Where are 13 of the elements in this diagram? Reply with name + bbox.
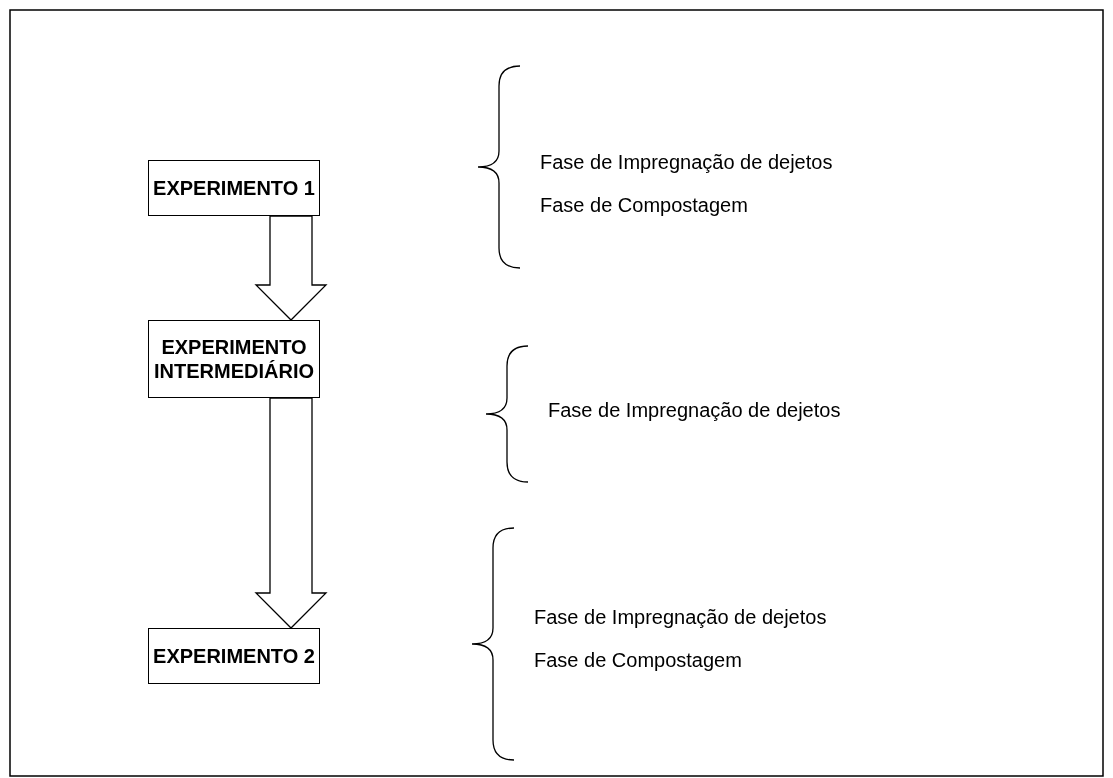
box-label: EXPERIMENTO 1 bbox=[153, 176, 315, 200]
process-box bbox=[148, 160, 320, 216]
process-box bbox=[148, 628, 320, 684]
phase-text: Fase de Compostagem bbox=[540, 193, 748, 217]
phase-text: Fase de Impregnação de dejetos bbox=[540, 150, 833, 174]
phase-text: Fase de Compostagem bbox=[534, 648, 742, 672]
phase-text: Fase de Impregnação de dejetos bbox=[534, 605, 827, 629]
phase-text: Fase de Impregnação de dejetos bbox=[548, 398, 841, 422]
block-arrow bbox=[254, 215, 328, 321]
process-box bbox=[148, 320, 320, 398]
box-label: EXPERIMENTO 2 bbox=[153, 644, 315, 668]
box-label: EXPERIMENTO INTERMEDIÁRIO bbox=[153, 335, 315, 383]
block-arrow bbox=[254, 397, 328, 629]
